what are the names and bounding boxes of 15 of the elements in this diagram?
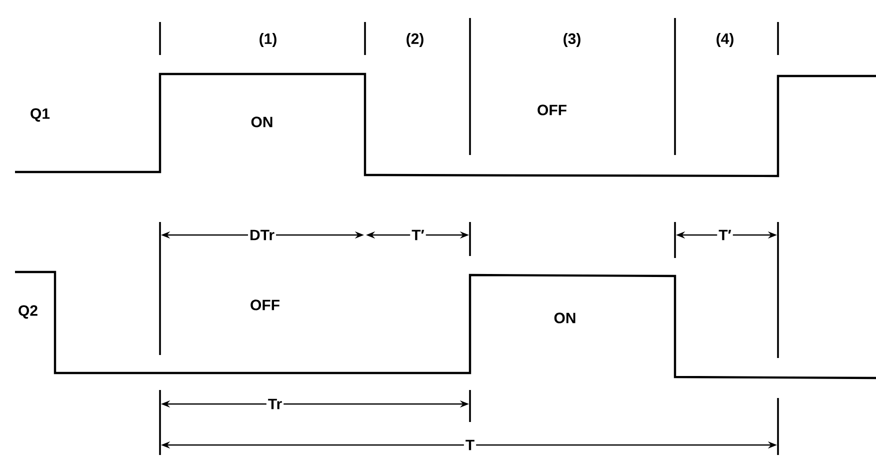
signal-label: Q1 <box>30 108 50 122</box>
dimension-label: T′ <box>717 228 733 242</box>
dimension-label: DTr <box>248 228 276 242</box>
interval-number: (4) <box>716 33 734 47</box>
interval-number: (1) <box>260 33 276 47</box>
state-label: OFF <box>538 104 566 116</box>
dimension-label: Tr <box>266 397 284 411</box>
interval-number: (2) <box>406 33 424 47</box>
state-label: ON <box>251 116 272 128</box>
state-label: OFF <box>250 300 280 310</box>
state-label: ON <box>554 312 576 324</box>
dimension-label: T <box>464 438 476 452</box>
signal-label: Q2 <box>18 305 38 319</box>
dimension-label: T′ <box>410 228 426 242</box>
interval-number: (3) <box>564 33 580 47</box>
